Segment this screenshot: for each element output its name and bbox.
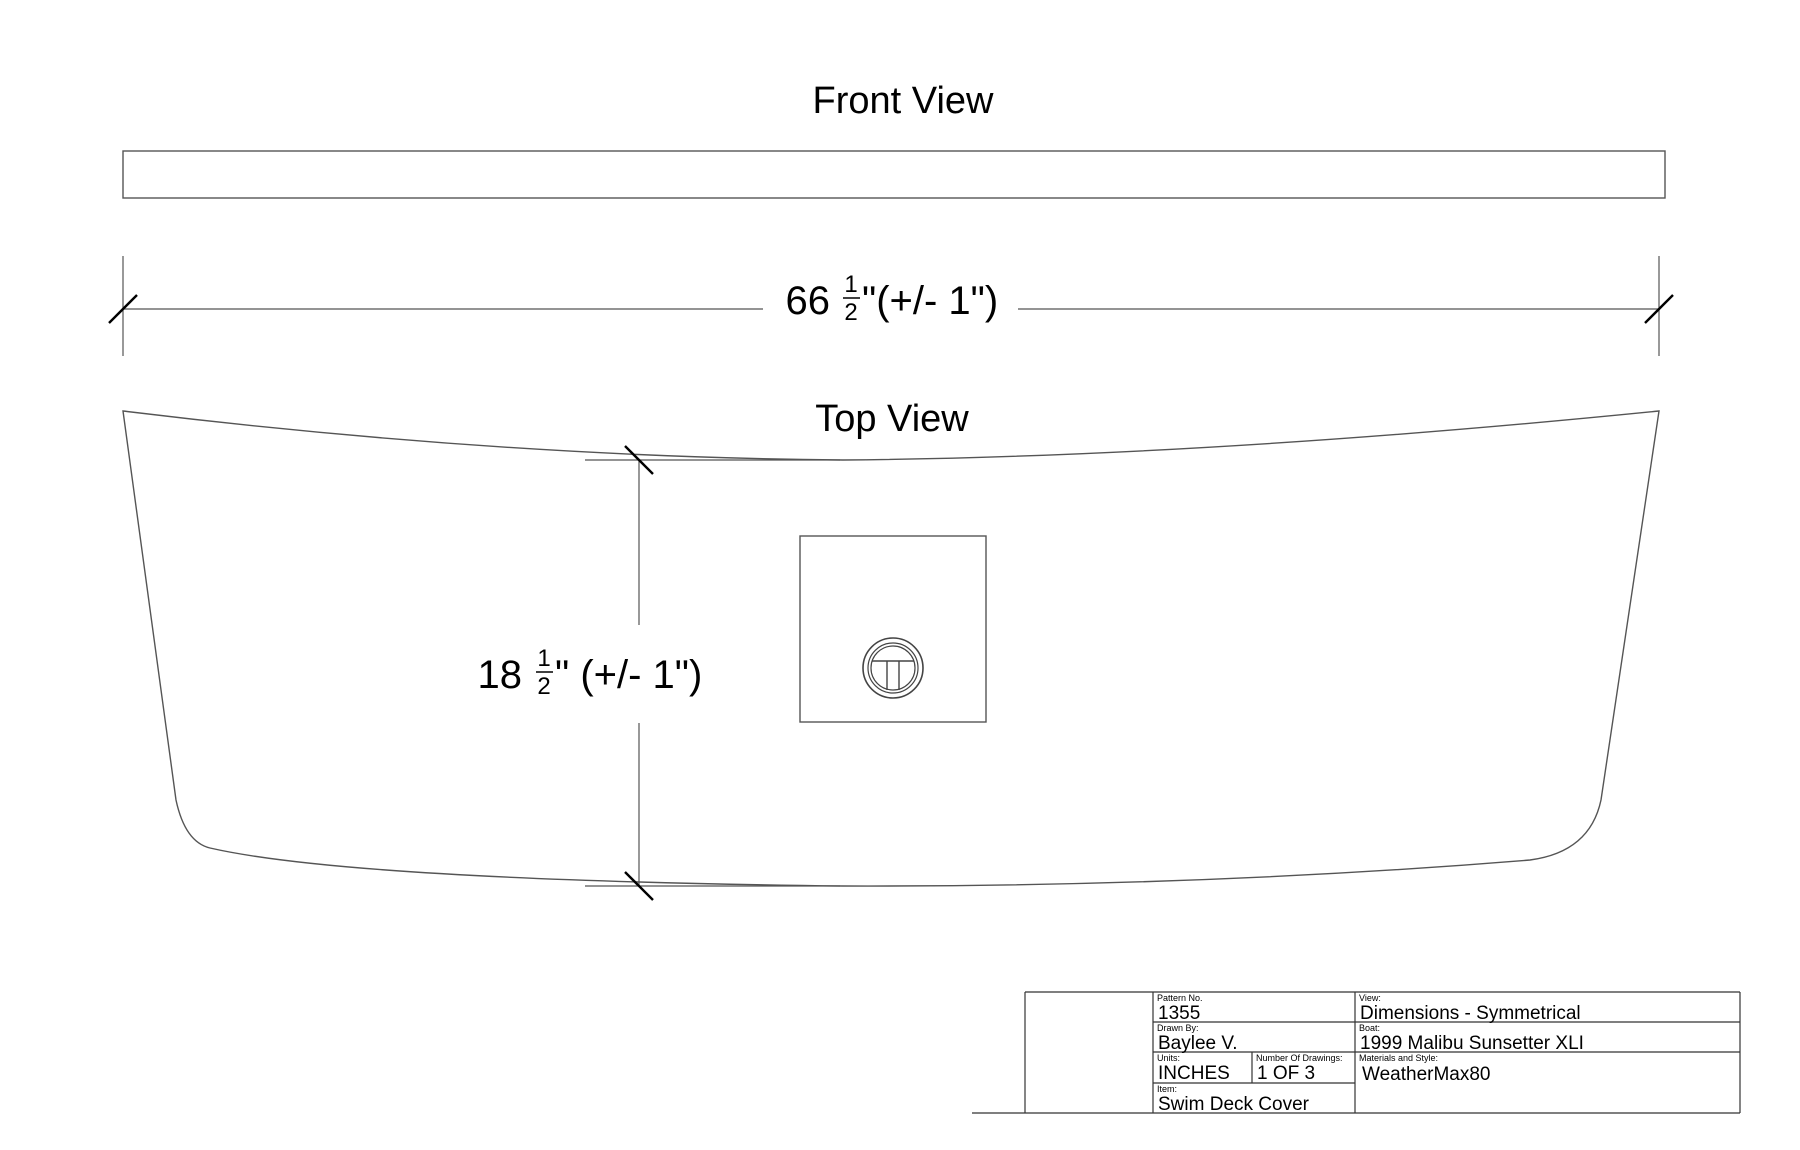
materials-label: Materials and Style: [1359, 1053, 1438, 1063]
depth-tick-bottom [624, 871, 654, 901]
width-fraction-numerator: 1 [844, 271, 857, 298]
front-view-outline [122, 150, 1666, 199]
width-dimension-label: 66 1 2 "(+/- 1") [786, 271, 999, 326]
units-value: INCHES [1158, 1063, 1230, 1084]
number-of-drawings-label: Number Of Drawings: [1256, 1053, 1343, 1063]
depth-tick-top [624, 445, 654, 475]
pattern-no-label: Pattern No. [1157, 993, 1203, 1003]
view-label: View: [1359, 993, 1381, 1003]
width-dimension [108, 256, 1674, 356]
helm-cutout [799, 535, 987, 723]
boat-value: 1999 Malibu Sunsetter XLI [1360, 1033, 1584, 1054]
width-tick-right [1644, 294, 1674, 324]
front-view-title: Front View [813, 80, 994, 122]
depth-dimension-label: 18 1 2 " (+/- 1") [478, 645, 703, 700]
title-block: Pattern No. 1355 Drawn By: Baylee V. Uni… [972, 991, 1741, 1115]
drawn-by-value: Baylee V. [1158, 1033, 1238, 1054]
item-value: Swim Deck Cover [1158, 1094, 1310, 1115]
materials-value: WeatherMax80 [1362, 1064, 1491, 1085]
width-tick-left [108, 294, 138, 324]
drawn-by-label: Drawn By: [1157, 1023, 1199, 1033]
depth-fraction-numerator: 1 [537, 645, 550, 672]
pattern-no-value: 1355 [1158, 1003, 1200, 1024]
width-whole-value: 66 [786, 279, 831, 323]
depth-whole-value: 18 [478, 653, 523, 697]
depth-fraction-denominator: 2 [537, 673, 550, 700]
top-view-outline [122, 410, 1660, 887]
boat-label: Boat: [1359, 1023, 1380, 1033]
width-fraction-denominator: 2 [844, 299, 857, 326]
depth-dimension [585, 445, 840, 901]
top-view-title: Top View [815, 398, 969, 440]
depth-tolerance: " (+/- 1") [555, 653, 702, 697]
units-label: Units: [1157, 1053, 1180, 1063]
view-value: Dimensions - Symmetrical [1360, 1003, 1581, 1024]
width-tolerance: "(+/- 1") [862, 279, 998, 323]
number-of-drawings-value: 1 OF 3 [1257, 1063, 1315, 1084]
item-label: Item: [1157, 1084, 1177, 1094]
steering-wheel-icon [862, 637, 924, 699]
